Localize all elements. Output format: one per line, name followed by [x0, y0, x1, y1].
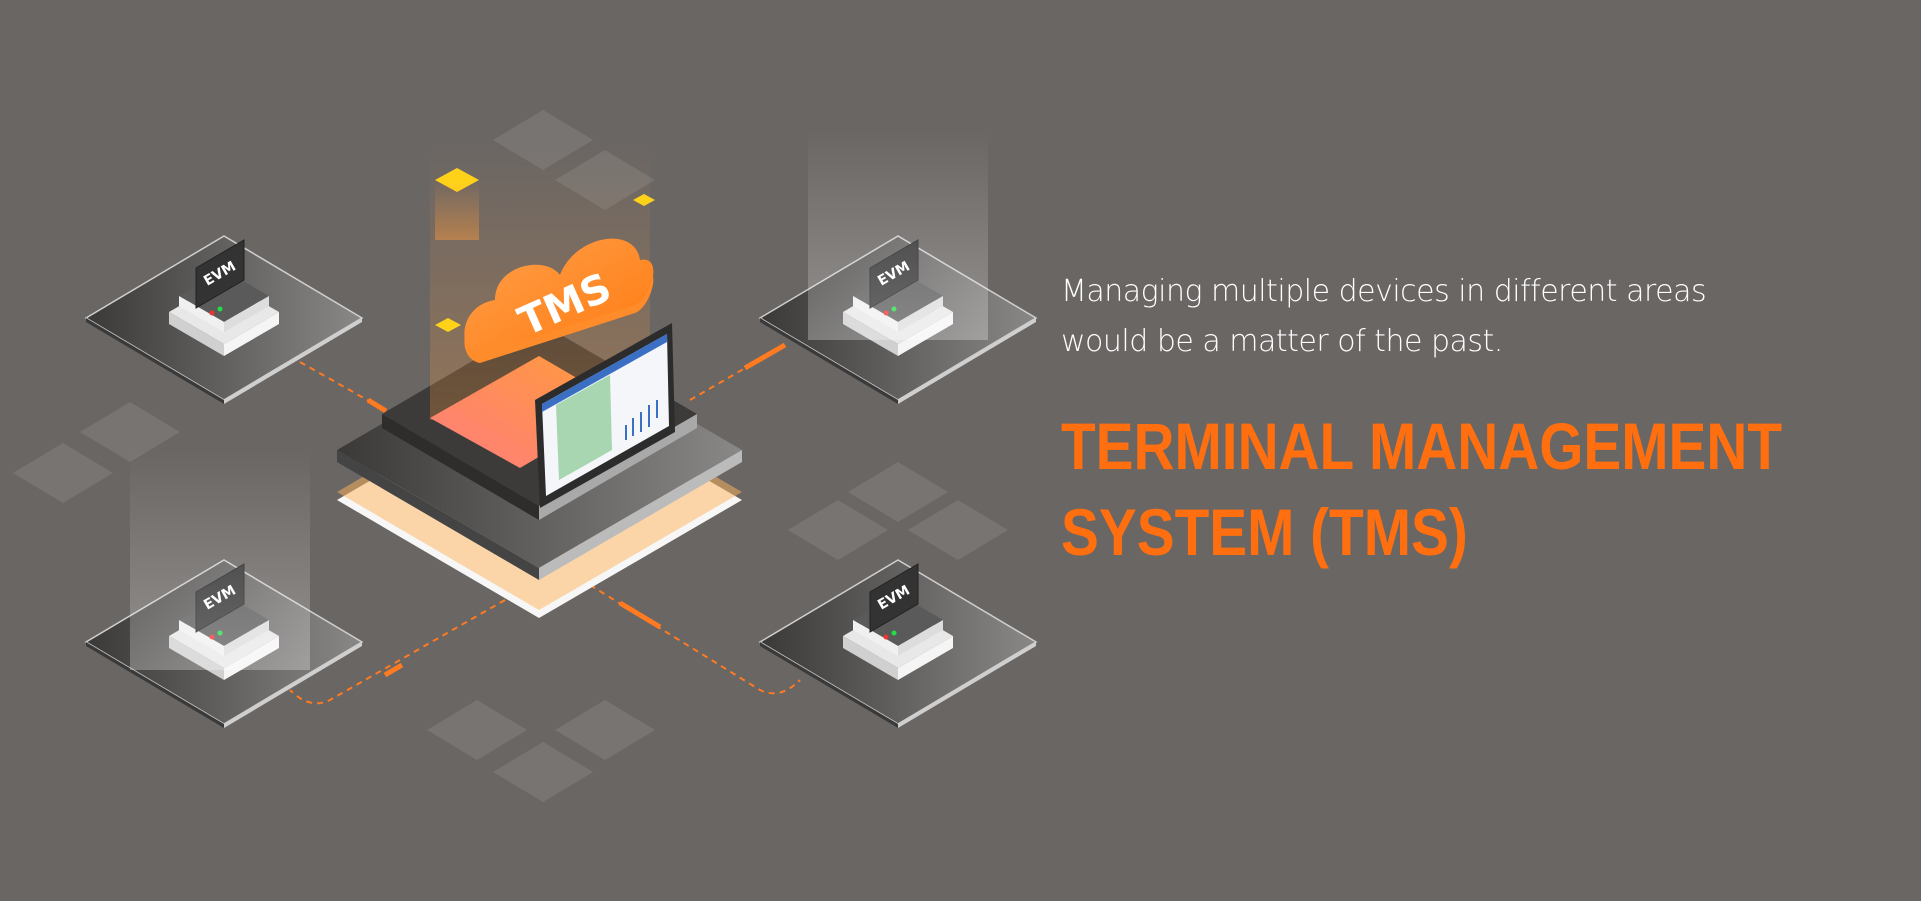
connector-highlights — [366, 342, 787, 678]
tablet-screen — [535, 323, 675, 508]
central-platform: TMS — [337, 140, 742, 618]
page-title-line-2: SYSTEM (TMS) — [1061, 495, 1468, 569]
light-beam — [130, 450, 310, 670]
subtitle-line-1: Managing multiple devices in different a… — [1061, 274, 1707, 309]
subtitle-line-2: would be a matter of the past. — [1061, 324, 1503, 359]
evm-device-platform: EVM — [758, 559, 1038, 728]
decorative-diamonds — [13, 110, 1008, 802]
page-title-line-1: TERMINAL MANAGEMENT — [1061, 409, 1783, 483]
cloud-icon: TMS — [464, 238, 654, 363]
evm-device-platform: EVM — [84, 235, 364, 404]
light-beam — [808, 130, 988, 340]
